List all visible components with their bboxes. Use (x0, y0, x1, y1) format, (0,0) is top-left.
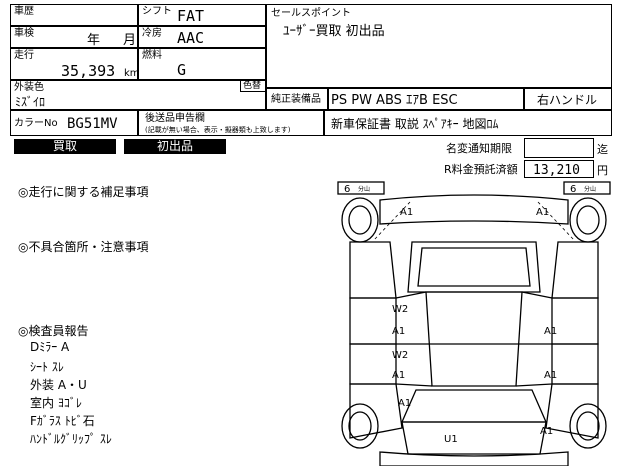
standard-equipment-value: PS PW ABS ｴｱB ESC (331, 93, 458, 108)
rear-right-wheel (569, 403, 607, 449)
inspector-line: ﾊﾝﾄﾞﾙｸﾞﾘｯﾌﾟ ｽﾚ (30, 432, 112, 446)
steering-value: 右ハンドル (537, 93, 598, 107)
mark-trunk: U1 (444, 434, 458, 445)
steering-cell: 右ハンドル (524, 88, 612, 110)
exterior-color-value: ﾐｽﾞｲﾛ (15, 95, 46, 109)
defects-heading: ◎不具合箇所・注意事項 (18, 240, 149, 254)
year-label: 車歴 (14, 6, 34, 17)
mark-rear-left: A1 (398, 398, 411, 409)
roof (425, 291, 523, 387)
name-change-label: 名変通知期限 (446, 142, 512, 155)
rear-window (401, 389, 547, 423)
right-rear-door (551, 343, 599, 385)
docs-cell: 新車保証書 取説 ｽﾍﾟｱｷｰ 地図ﾛﾑ (324, 110, 612, 136)
year-cell: 車歴 (10, 4, 138, 26)
hood (407, 241, 541, 293)
name-change-unit: 迄 (597, 143, 608, 156)
ac-label: 冷房 (142, 28, 162, 39)
inspector-line: 外装 A・U (30, 378, 87, 392)
mark-front-left: A1 (400, 207, 413, 218)
standard-equipment-label-cell: 純正装備品 (266, 88, 328, 110)
first-listing-badge: 初出品 (124, 139, 226, 154)
standard-equipment-label: 純正装備品 (271, 94, 321, 105)
standard-equipment-cell: PS PW ABS ｴｱB ESC (328, 88, 524, 110)
driving-supplement-heading: ◎走行に関する補足事項 (18, 185, 149, 199)
left-front-door (349, 297, 397, 345)
tire-depth-right-unit: 分山 (584, 185, 596, 193)
tire-depth-right-box (563, 181, 611, 195)
fuel-label: 燃料 (142, 50, 162, 61)
recycle-unit: 円 (597, 164, 608, 177)
mileage-label: 走行 (14, 50, 34, 61)
ac-cell: 冷房 AAC (138, 26, 266, 48)
ac-value: AAC (177, 29, 205, 47)
shift-cell: シフト FAT (138, 4, 266, 26)
rear-bumper (379, 451, 569, 466)
inspector-line: Dﾐﾗｰ A (30, 340, 70, 354)
exterior-color-cell: 外装色 ﾐｽﾞｲﾛ (10, 80, 266, 110)
rear-left-wheel (341, 403, 379, 449)
tire-depth-left-unit: 分山 (358, 185, 370, 193)
buyback-badge: 買取 (14, 139, 116, 154)
mileage-cell: 走行 35,393 km (10, 48, 140, 80)
front-bumper (379, 194, 569, 225)
mark-door-rear: A1 (392, 370, 405, 381)
shift-label: シフト (142, 6, 172, 17)
registration-month: 月 (123, 33, 137, 48)
docs-value: 新車保証書 取説 ｽﾍﾟｱｷｰ 地図ﾛﾑ (331, 117, 499, 131)
left-rear-quarter (349, 383, 403, 439)
sales-point-cell: セールスポイント ﾕｰｻﾞｰ買取 初出品 (266, 4, 612, 88)
color-no-cell: カラーNo BG51MV (10, 110, 138, 136)
aftermarket-note: (記載が無い場合、表示・擬器類も上致します) (145, 126, 291, 134)
fuel-cell: 燃料 G (138, 48, 266, 80)
color-no-label: カラーNo (14, 118, 58, 129)
inspector-line: Fｶﾞﾗｽ ﾄﾋﾞ石 (30, 414, 95, 428)
mark-door-front: A1 (392, 326, 405, 337)
color-swatch-label: 色替 (243, 81, 262, 91)
inspector-heading: ◎検査員報告 (18, 324, 89, 338)
front-left-wheel (341, 197, 379, 243)
sales-point-label: セールスポイント (271, 8, 351, 19)
right-fender (551, 241, 599, 299)
aftermarket-cell: 後送品申告欄 (記載が無い場合、表示・擬器類も上致します) (138, 110, 324, 136)
front-right-wheel (569, 197, 607, 243)
mark-front-right: A1 (536, 207, 549, 218)
right-front-door (551, 297, 599, 345)
aftermarket-label: 後送品申告欄 (145, 113, 205, 124)
recycle-label: R料金預託済額 (444, 163, 518, 176)
registration-cell: 車検 年 月 (10, 26, 138, 48)
tire-depth-left-box (337, 181, 385, 195)
recycle-value: 13,210 (533, 163, 580, 178)
recycle-box: 13,210 (524, 160, 594, 178)
sales-point-value: ﾕｰｻﾞｰ買取 初出品 (283, 24, 385, 39)
inspector-line: 室内 ﾖｺﾞﾚ (30, 396, 82, 410)
exterior-color-label: 外装色 (14, 82, 44, 93)
mark-right-front-door: A1 (544, 326, 557, 337)
car-condition-diagram: 6 分山 6 分山 A1 A1 W2 A1 W2 A1 A1 A1 A1 A1 … (337, 181, 611, 466)
mileage-unit: km (124, 68, 140, 79)
color-no-value: BG51MV (67, 116, 118, 132)
tire-depth-left-value: 6 (344, 184, 350, 195)
tire-depth-right-value: 6 (570, 184, 576, 195)
mark-right-rear-door: A1 (544, 370, 557, 381)
shift-value: FAT (177, 7, 205, 25)
mark-door-rear-top: W2 (392, 350, 408, 361)
color-swatch-cell: 色替 (240, 80, 266, 92)
name-change-box (524, 138, 594, 158)
mileage-value: 35,393 (61, 62, 116, 80)
right-rear-quarter (545, 383, 599, 439)
registration-label: 車検 (14, 28, 34, 39)
mark-door-front-top: W2 (392, 304, 408, 315)
left-fender (349, 241, 397, 299)
trunk-lid (401, 421, 547, 455)
mark-rear-right: A1 (540, 426, 553, 437)
inspector-line: ｼｰﾄ ｽﾚ (30, 360, 64, 374)
left-rear-door (349, 343, 397, 385)
fuel-value: G (177, 61, 187, 79)
registration-year: 年 (87, 33, 101, 48)
